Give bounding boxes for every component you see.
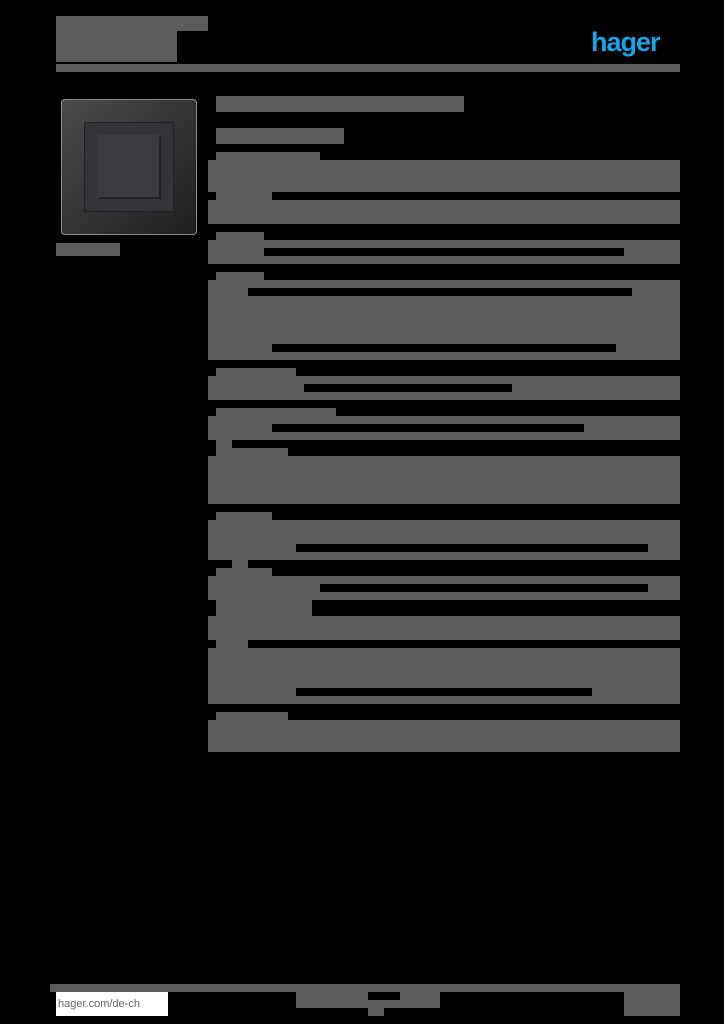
spec-label-block: [216, 152, 320, 162]
switch-rocker: [97, 135, 159, 197]
spec-gap: [296, 544, 648, 552]
header-title-block: [56, 22, 177, 62]
footer-right-block: [624, 992, 680, 1016]
spec-label-block: [216, 408, 336, 418]
hager-logo[interactable]: hager: [591, 27, 661, 57]
spec-row: [208, 160, 680, 192]
product-subtitle-block: [216, 128, 344, 144]
footer-page-block: [368, 1008, 384, 1016]
footer-website-link[interactable]: hager.com/de-ch: [56, 992, 168, 1016]
spec-label-block: [216, 448, 288, 458]
spec-label-block: [216, 190, 272, 202]
header-title-block: [177, 16, 208, 31]
spec-gap: [272, 424, 584, 432]
spec-label-block: [216, 232, 264, 242]
footer-center-block: [296, 992, 440, 1008]
header-rule: [56, 64, 680, 72]
spec-label-block: [216, 600, 312, 616]
spec-label-block: [216, 512, 272, 522]
spec-label-block: [216, 712, 288, 722]
spec-gap: [304, 384, 512, 392]
spec-label-block: [216, 440, 232, 450]
switch-frame: [85, 123, 173, 211]
spec-row: [208, 456, 680, 504]
spec-row: [208, 200, 680, 224]
spec-row: [208, 520, 680, 560]
spec-label-block: [216, 272, 264, 282]
spec-gap: [264, 248, 624, 256]
header-title-block: [56, 16, 208, 26]
spec-row: [208, 720, 680, 752]
spec-gap: [320, 584, 648, 592]
spec-label-block: [216, 568, 272, 578]
spec-label-block: [232, 560, 248, 570]
image-caption-block: [56, 243, 120, 256]
spec-label-block: [216, 368, 296, 378]
spec-gap: [296, 688, 592, 696]
spec-label-block: [216, 640, 248, 650]
spec-gap: [248, 288, 632, 296]
footer-center-gap: [368, 992, 400, 1000]
spec-row: [208, 616, 680, 640]
spec-gap: [272, 344, 616, 352]
product-image: [61, 99, 197, 235]
product-title-block: [216, 96, 464, 112]
footer-rule: [50, 984, 680, 992]
